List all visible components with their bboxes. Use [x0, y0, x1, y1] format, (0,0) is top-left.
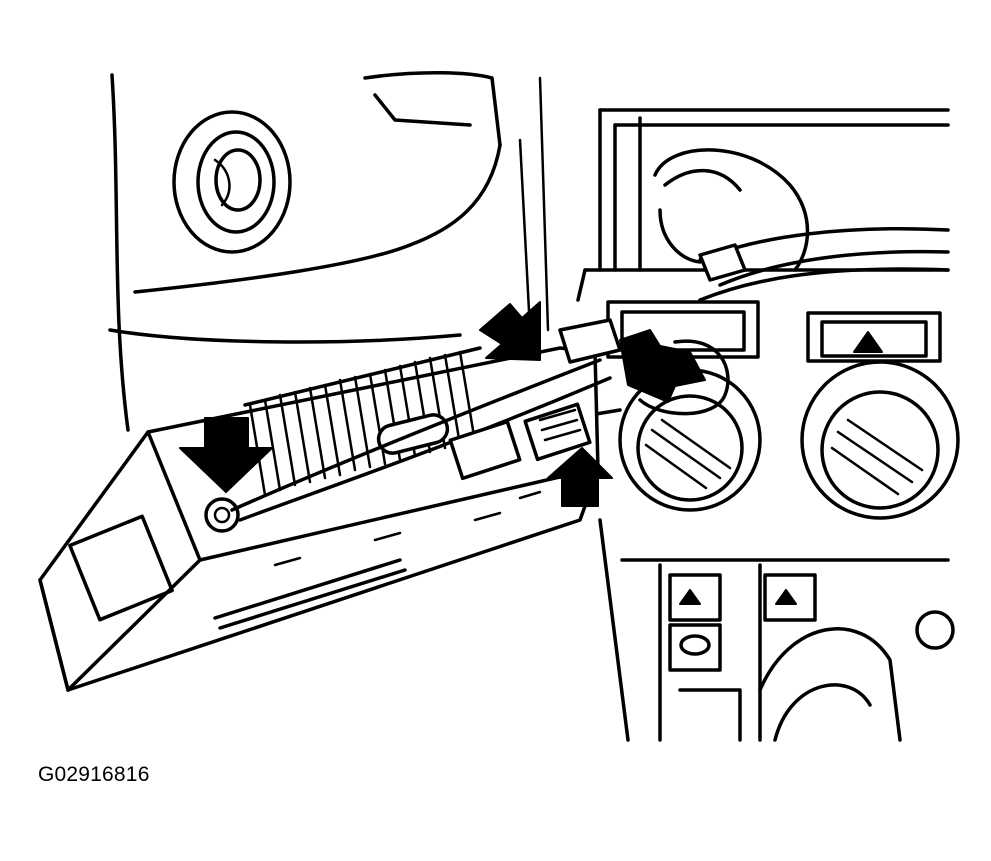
- lower-console: [598, 518, 955, 742]
- callout-arrows: [179, 301, 730, 507]
- figure-id-label: G02916816: [38, 763, 150, 786]
- heater-knob-right: [800, 360, 960, 520]
- arrow-down-left: [179, 417, 273, 493]
- left-air-vent: [172, 110, 292, 254]
- wiring-harness: [653, 148, 950, 302]
- dashboard-left-panel: [108, 71, 550, 432]
- arrow-up-bottom: [547, 447, 613, 507]
- radio-connectors: [230, 318, 622, 522]
- arrow-right-connector: [619, 329, 706, 403]
- arrow-upper: [479, 301, 541, 361]
- hazard-switch: [806, 311, 942, 363]
